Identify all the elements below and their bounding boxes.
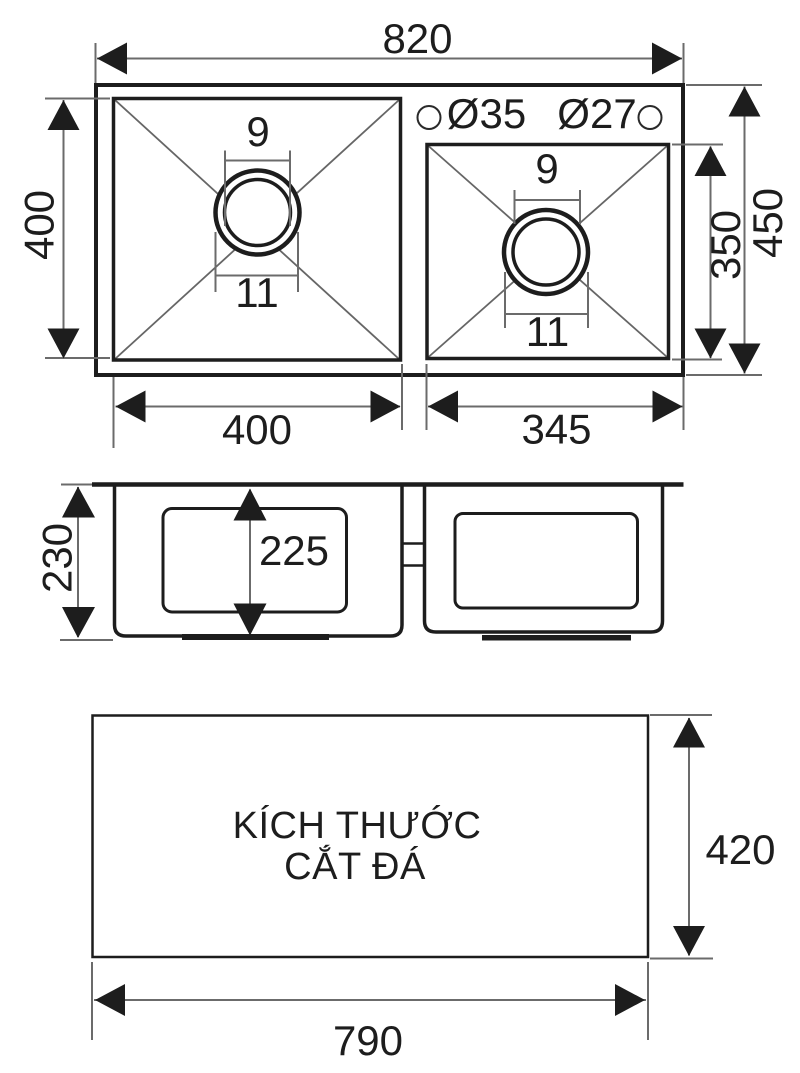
svg-text:Ø35: Ø35 bbox=[447, 90, 526, 137]
svg-text:820: 820 bbox=[382, 15, 452, 62]
svg-text:9: 9 bbox=[535, 145, 558, 192]
svg-text:Ø27: Ø27 bbox=[557, 90, 636, 137]
svg-text:790: 790 bbox=[333, 1017, 403, 1064]
svg-text:350: 350 bbox=[702, 210, 749, 280]
svg-text:230: 230 bbox=[34, 523, 81, 593]
svg-text:KÍCH THƯỚC: KÍCH THƯỚC bbox=[233, 804, 482, 847]
svg-text:345: 345 bbox=[521, 406, 591, 453]
svg-text:400: 400 bbox=[16, 190, 63, 260]
svg-text:400: 400 bbox=[222, 406, 292, 453]
svg-text:11: 11 bbox=[526, 308, 570, 355]
svg-text:11: 11 bbox=[235, 269, 279, 316]
svg-text:420: 420 bbox=[705, 826, 775, 873]
svg-text:450: 450 bbox=[744, 188, 791, 258]
svg-text:9: 9 bbox=[246, 108, 269, 155]
svg-text:225: 225 bbox=[259, 527, 329, 574]
svg-text:CẮT ĐÁ: CẮT ĐÁ bbox=[284, 844, 426, 888]
